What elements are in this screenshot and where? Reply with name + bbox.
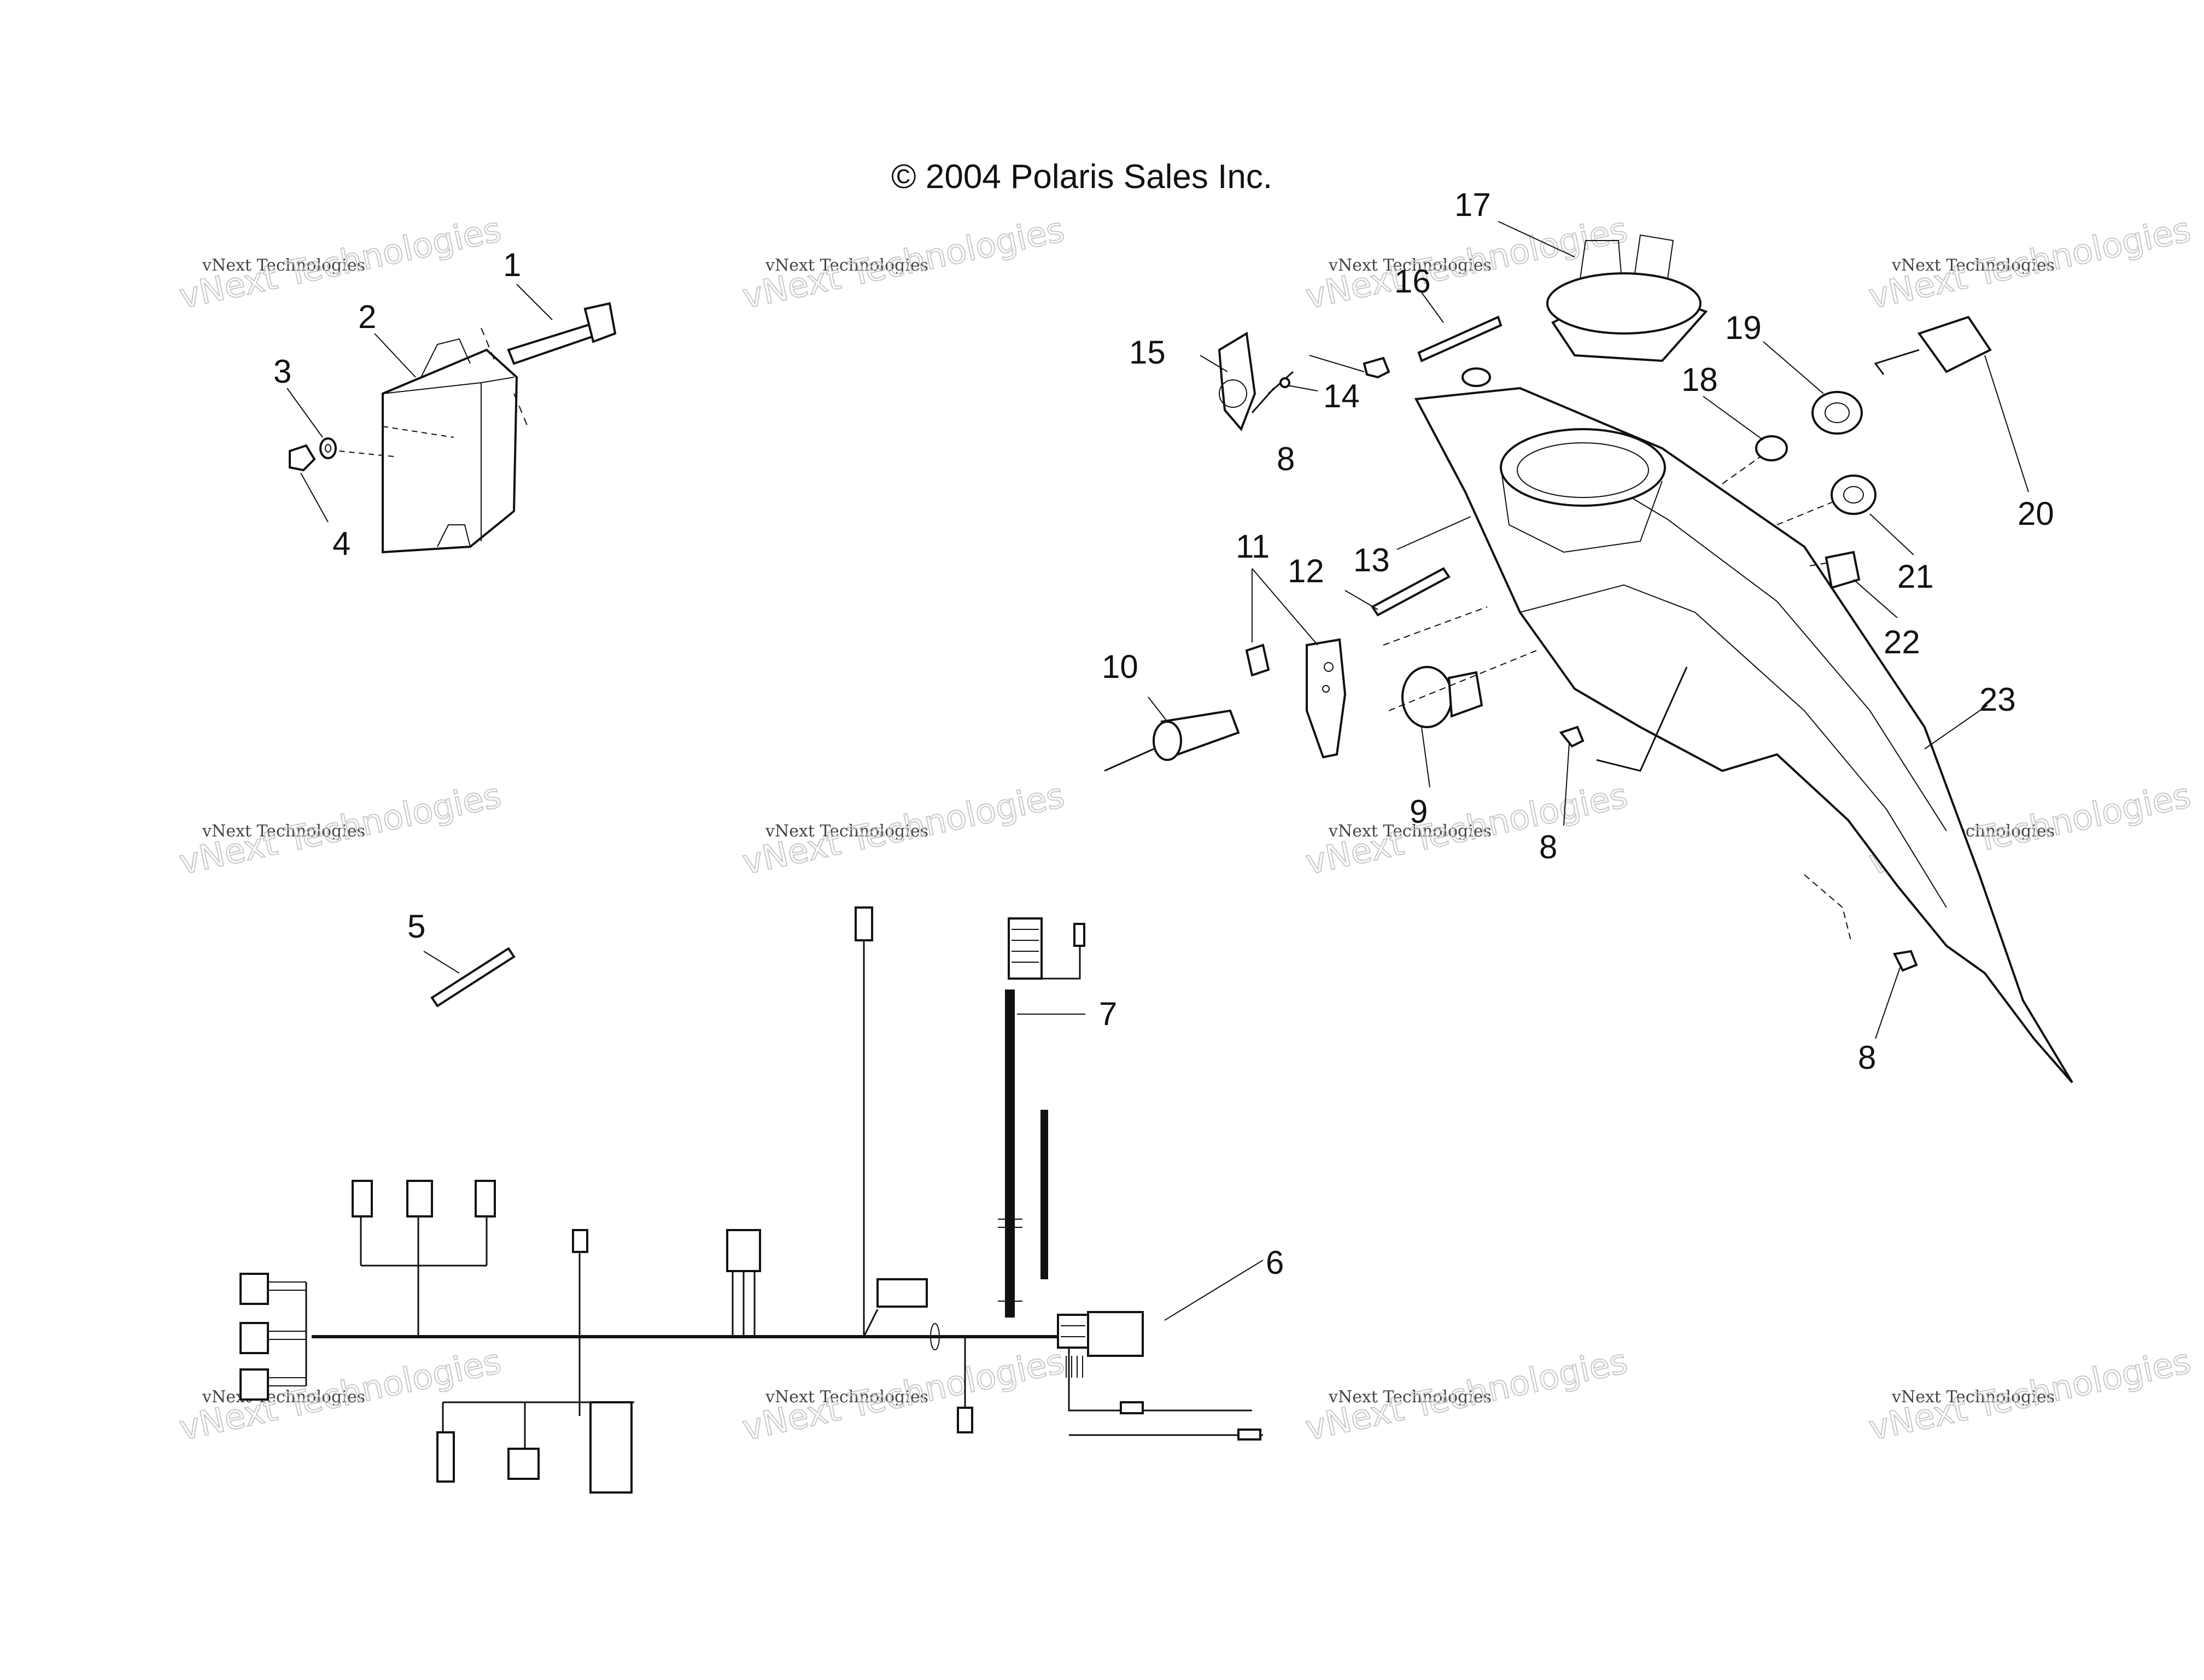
svg-text:vNext Technologies: vNext Technologies [1328, 256, 1492, 275]
ring-21 [1831, 475, 1876, 515]
callout-19: 19 [1725, 309, 1762, 346]
harness-branch-7 [998, 917, 1085, 1318]
callout-numbers: 1 2 3 4 5 6 7 8 8 8 9 10 11 12 13 14 15 … [273, 186, 2054, 1281]
callout-leaders [287, 221, 2029, 1321]
grommet-18 [1755, 435, 1788, 461]
strip-16 [1417, 315, 1503, 362]
bolt-head [583, 302, 617, 343]
callout-1: 1 [503, 247, 521, 283]
callout-10: 10 [1102, 648, 1138, 685]
callout-17: 17 [1454, 186, 1491, 223]
callout-14: 14 [1323, 378, 1360, 414]
bracket-15 [1218, 331, 1256, 431]
callout-7: 7 [1099, 996, 1117, 1032]
callout-13: 13 [1353, 542, 1390, 578]
knob-9 [1401, 666, 1453, 728]
lever-11 [1306, 638, 1347, 759]
callout-11: 11 [1236, 528, 1270, 565]
key-20 [1917, 315, 1992, 373]
svg-text:vNext Technologies: vNext Technologies [765, 1388, 928, 1407]
ring-19 [1811, 391, 1863, 435]
callout-22: 22 [1884, 624, 1920, 660]
callout-18: 18 [1681, 361, 1718, 398]
pod-housing [1414, 387, 2073, 1084]
cable-tie [430, 947, 516, 1008]
callout-8c: 8 [1858, 1039, 1876, 1076]
gauge-ring [1500, 428, 1666, 507]
svg-text:vNext Technologies: vNext Technologies [202, 1388, 365, 1407]
callout-5: 5 [407, 908, 425, 945]
switch-22 [1825, 551, 1861, 589]
callout-2: 2 [358, 298, 376, 335]
callout-15: 15 [1129, 334, 1166, 371]
callout-4: 4 [332, 525, 350, 562]
svg-text:vNext Technologies: vNext Technologies [765, 822, 928, 841]
svg-text:vNext Technologies: vNext Technologies [1891, 256, 2055, 275]
module-slot-top [420, 338, 471, 378]
callout-21: 21 [1897, 558, 1934, 595]
module-slot-bottom [437, 524, 471, 547]
strip-12 [1371, 567, 1451, 617]
svg-text:vNext Technologies: vNext Technologies [765, 256, 928, 275]
callout-20: 20 [2018, 495, 2054, 532]
svg-text:vNext Technologies: vNext Technologies [1891, 1388, 2055, 1407]
screw-upper [1363, 356, 1390, 379]
callout-23: 23 [1979, 681, 2016, 718]
module-front-face [382, 377, 515, 541]
callout-12: 12 [1288, 553, 1324, 589]
svg-text:vNext Technologies: vNext Technologies [1328, 822, 1492, 841]
svg-text:vNext Technologies: vNext Technologies [202, 256, 365, 275]
main-harness [239, 906, 1263, 1494]
callout-8b: 8 [1539, 829, 1557, 865]
callout-3: 3 [273, 353, 291, 390]
callout-6: 6 [1266, 1244, 1284, 1281]
nut [289, 444, 316, 472]
svg-text:vNext Technologies: vNext Technologies [1328, 1388, 1492, 1407]
screw-mid [1559, 725, 1585, 748]
washer [319, 437, 337, 459]
bolt-dash [481, 327, 528, 427]
module-box [382, 348, 518, 554]
screw-lower [1893, 950, 1918, 972]
bolt [507, 321, 603, 365]
handlebar-pod-assembly [1104, 234, 2073, 1084]
svg-text:vNext Technologies: vNext Technologies [202, 822, 365, 841]
copyright-notice: © 2004 Polaris Sales Inc. [891, 158, 1273, 196]
module-assembly [289, 302, 617, 554]
callout-16: 16 [1394, 263, 1431, 300]
callout-8a: 8 [1277, 441, 1295, 477]
callout-9: 9 [1410, 793, 1428, 830]
